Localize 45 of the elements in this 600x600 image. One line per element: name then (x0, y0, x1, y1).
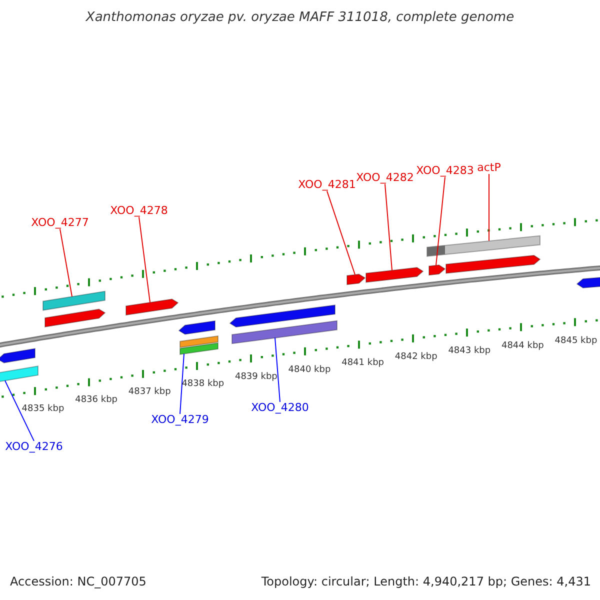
gene-feature (346, 274, 366, 286)
gene-feature (229, 304, 336, 328)
gene-feature (0, 348, 36, 364)
gene-feature (180, 342, 218, 355)
gene-label: XOO_4279 (151, 414, 209, 426)
title: Xanthomonas oryzae pv. oryzae MAFF 311018, complete genome (86, 10, 514, 26)
leader-line (326, 190, 356, 276)
scale-label: 4843 kbp (448, 347, 491, 358)
gene-feature (428, 264, 446, 276)
leader-line (436, 176, 446, 266)
gene-label: XOO_4276 (5, 440, 63, 454)
gene-feature (44, 308, 106, 328)
scale-label: 4837 kbp (128, 388, 171, 398)
gene-feature (180, 335, 218, 348)
scale-label: 4845 kbp (554, 337, 598, 348)
leader-line (384, 184, 392, 271)
leader-line (60, 228, 72, 297)
leader-line (138, 216, 150, 303)
gene-label: XOO_4282 (356, 172, 414, 184)
gene-feature (426, 235, 540, 257)
accession-text: Accession: NC_007705 (10, 575, 146, 589)
scale-label: 4842 kbp (394, 353, 438, 364)
gene-feature (232, 320, 338, 344)
scale-label: 4841 kbp (342, 359, 384, 370)
gene-feature (126, 298, 179, 316)
gene-feature (178, 320, 216, 335)
scale-label: 4840 kbp (288, 366, 331, 376)
gene-label: actP (477, 162, 501, 174)
gene-feature (42, 290, 106, 311)
gene-label: XOO_4280 (251, 402, 309, 414)
scale-label: 4844 kbp (501, 342, 544, 352)
scale-label: 4839 kbp (234, 372, 278, 383)
genome-info-text: Topology: circular; Length: 4,940,217 bp; Genes: 4,431 (261, 575, 591, 589)
gene-label: XOO_4281 (298, 178, 356, 192)
leader-line (274, 337, 280, 402)
gene-label: XOO_4277 (31, 216, 89, 230)
leader-line (4, 380, 34, 442)
gene-label: XOO_4283 (416, 164, 474, 178)
gene-feature (576, 276, 600, 288)
scale-label: 4836 kbp (75, 396, 118, 406)
scale-label: 4835 kbp (22, 404, 64, 415)
leader-line (488, 174, 490, 242)
gene-label: XOO_4278 (110, 204, 168, 218)
leader-line (180, 353, 184, 414)
gene-feature (0, 366, 38, 382)
